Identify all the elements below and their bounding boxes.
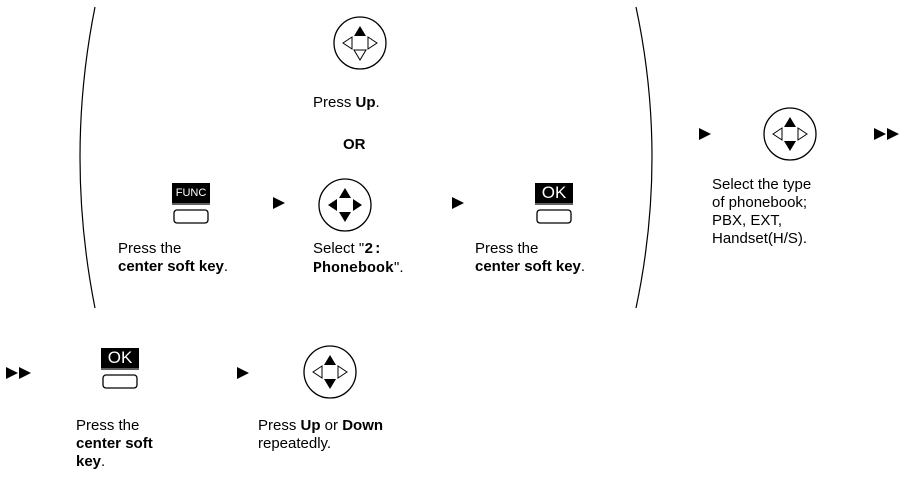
single-arrow-icon <box>273 197 285 209</box>
nav-key-up <box>330 12 390 74</box>
navigator-key-icon <box>333 16 387 70</box>
ok-soft-key-2: OK <box>101 348 139 390</box>
single-arrow-icon <box>699 128 711 140</box>
single-arrow-icon <box>237 367 249 379</box>
navigator-key-icon <box>303 345 357 399</box>
soft-key-icon <box>535 203 573 224</box>
soft-key-icon <box>172 203 210 224</box>
type-caption: Select the type of phonebook; PBX, EXT, … <box>712 176 812 247</box>
right-parenthesis <box>635 6 653 309</box>
ok2-caption: Press the center soft key. <box>76 417 153 470</box>
ok-key-label: OK <box>535 183 573 203</box>
soft-key-icon <box>101 368 139 389</box>
repeat-caption: Press Up or Down repeatedly. <box>258 417 384 452</box>
double-arrow-icon <box>6 367 31 379</box>
single-arrow-icon <box>452 197 464 209</box>
navigator-key-icon <box>318 178 372 232</box>
select-caption: Select "2: Phonebook". <box>313 240 404 277</box>
func-caption: Press the center soft key. <box>118 240 229 275</box>
func-key-label: FUNC <box>172 183 210 203</box>
nav-up-caption: Press Up. <box>313 94 380 111</box>
ok-key-label: OK <box>101 348 139 368</box>
double-arrow-icon <box>874 128 899 140</box>
left-parenthesis <box>79 6 96 309</box>
navigator-key-icon <box>763 107 817 161</box>
nav-key-type <box>760 103 820 165</box>
nav-key-repeat <box>300 341 360 403</box>
nav-key-select <box>315 174 375 236</box>
ok-soft-key-1: OK <box>535 183 573 225</box>
or-label: OR <box>343 136 366 153</box>
ok1-caption: Press the center soft key. <box>475 240 586 275</box>
func-soft-key: FUNC <box>172 183 210 225</box>
